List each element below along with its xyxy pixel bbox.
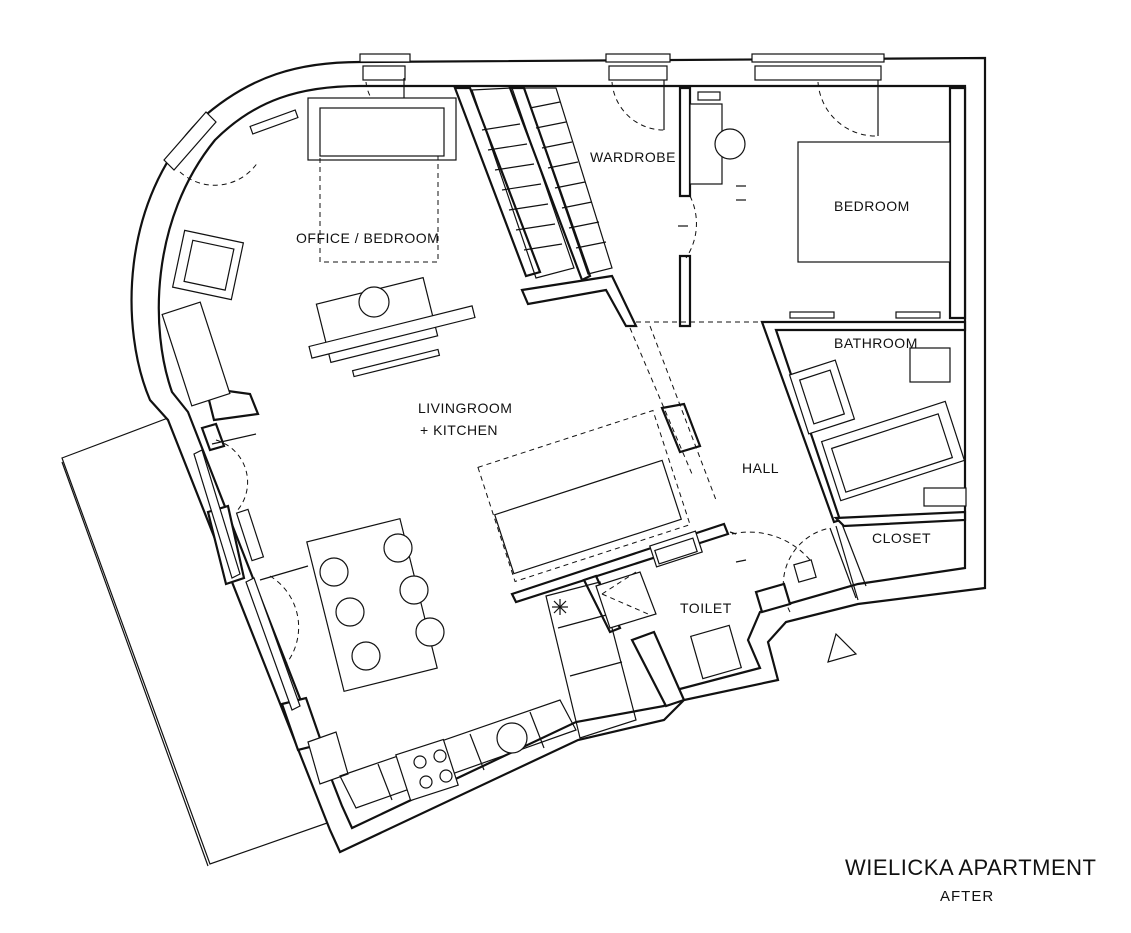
stairs — [471, 87, 613, 279]
entrance-arrow-icon — [827, 632, 858, 663]
asterisk-fan-icon — [552, 599, 568, 615]
balcony-doors — [193, 433, 349, 785]
plan-title: WIELICKA APARTMENT — [845, 855, 1096, 880]
label-closet: CLOSET — [872, 530, 931, 546]
label-kitchen: + KITCHEN — [420, 422, 498, 438]
windows-top — [359, 53, 885, 81]
label-bathroom: BATHROOM — [834, 335, 918, 351]
label-toilet: TOILET — [680, 600, 732, 616]
closet — [782, 523, 867, 613]
label-livingroom: LIVINGROOM — [418, 400, 512, 416]
label-bedroom: BEDROOM — [834, 198, 910, 214]
living-furniture — [235, 276, 691, 693]
curved-window — [163, 111, 259, 186]
office-furniture — [161, 97, 457, 407]
toilet-fixtures — [595, 530, 811, 680]
plan-subtitle: AFTER — [940, 888, 994, 905]
kitchen-units — [339, 581, 637, 809]
bedroom-furniture — [636, 141, 951, 323]
label-wardrobe: WARDROBE — [590, 149, 676, 165]
label-hall: HALL — [742, 460, 779, 476]
bathroom-fixtures — [788, 347, 967, 507]
plan-title-block: WIELICKA APARTMENT AFTER — [845, 855, 1096, 905]
hall-openings — [629, 255, 717, 501]
wardrobe-furniture — [678, 91, 746, 259]
room-labels: OFFICE / BEDROOM WARDROBE BEDROOM BATHRO… — [296, 149, 931, 616]
label-office-bedroom: OFFICE / BEDROOM — [296, 230, 439, 246]
